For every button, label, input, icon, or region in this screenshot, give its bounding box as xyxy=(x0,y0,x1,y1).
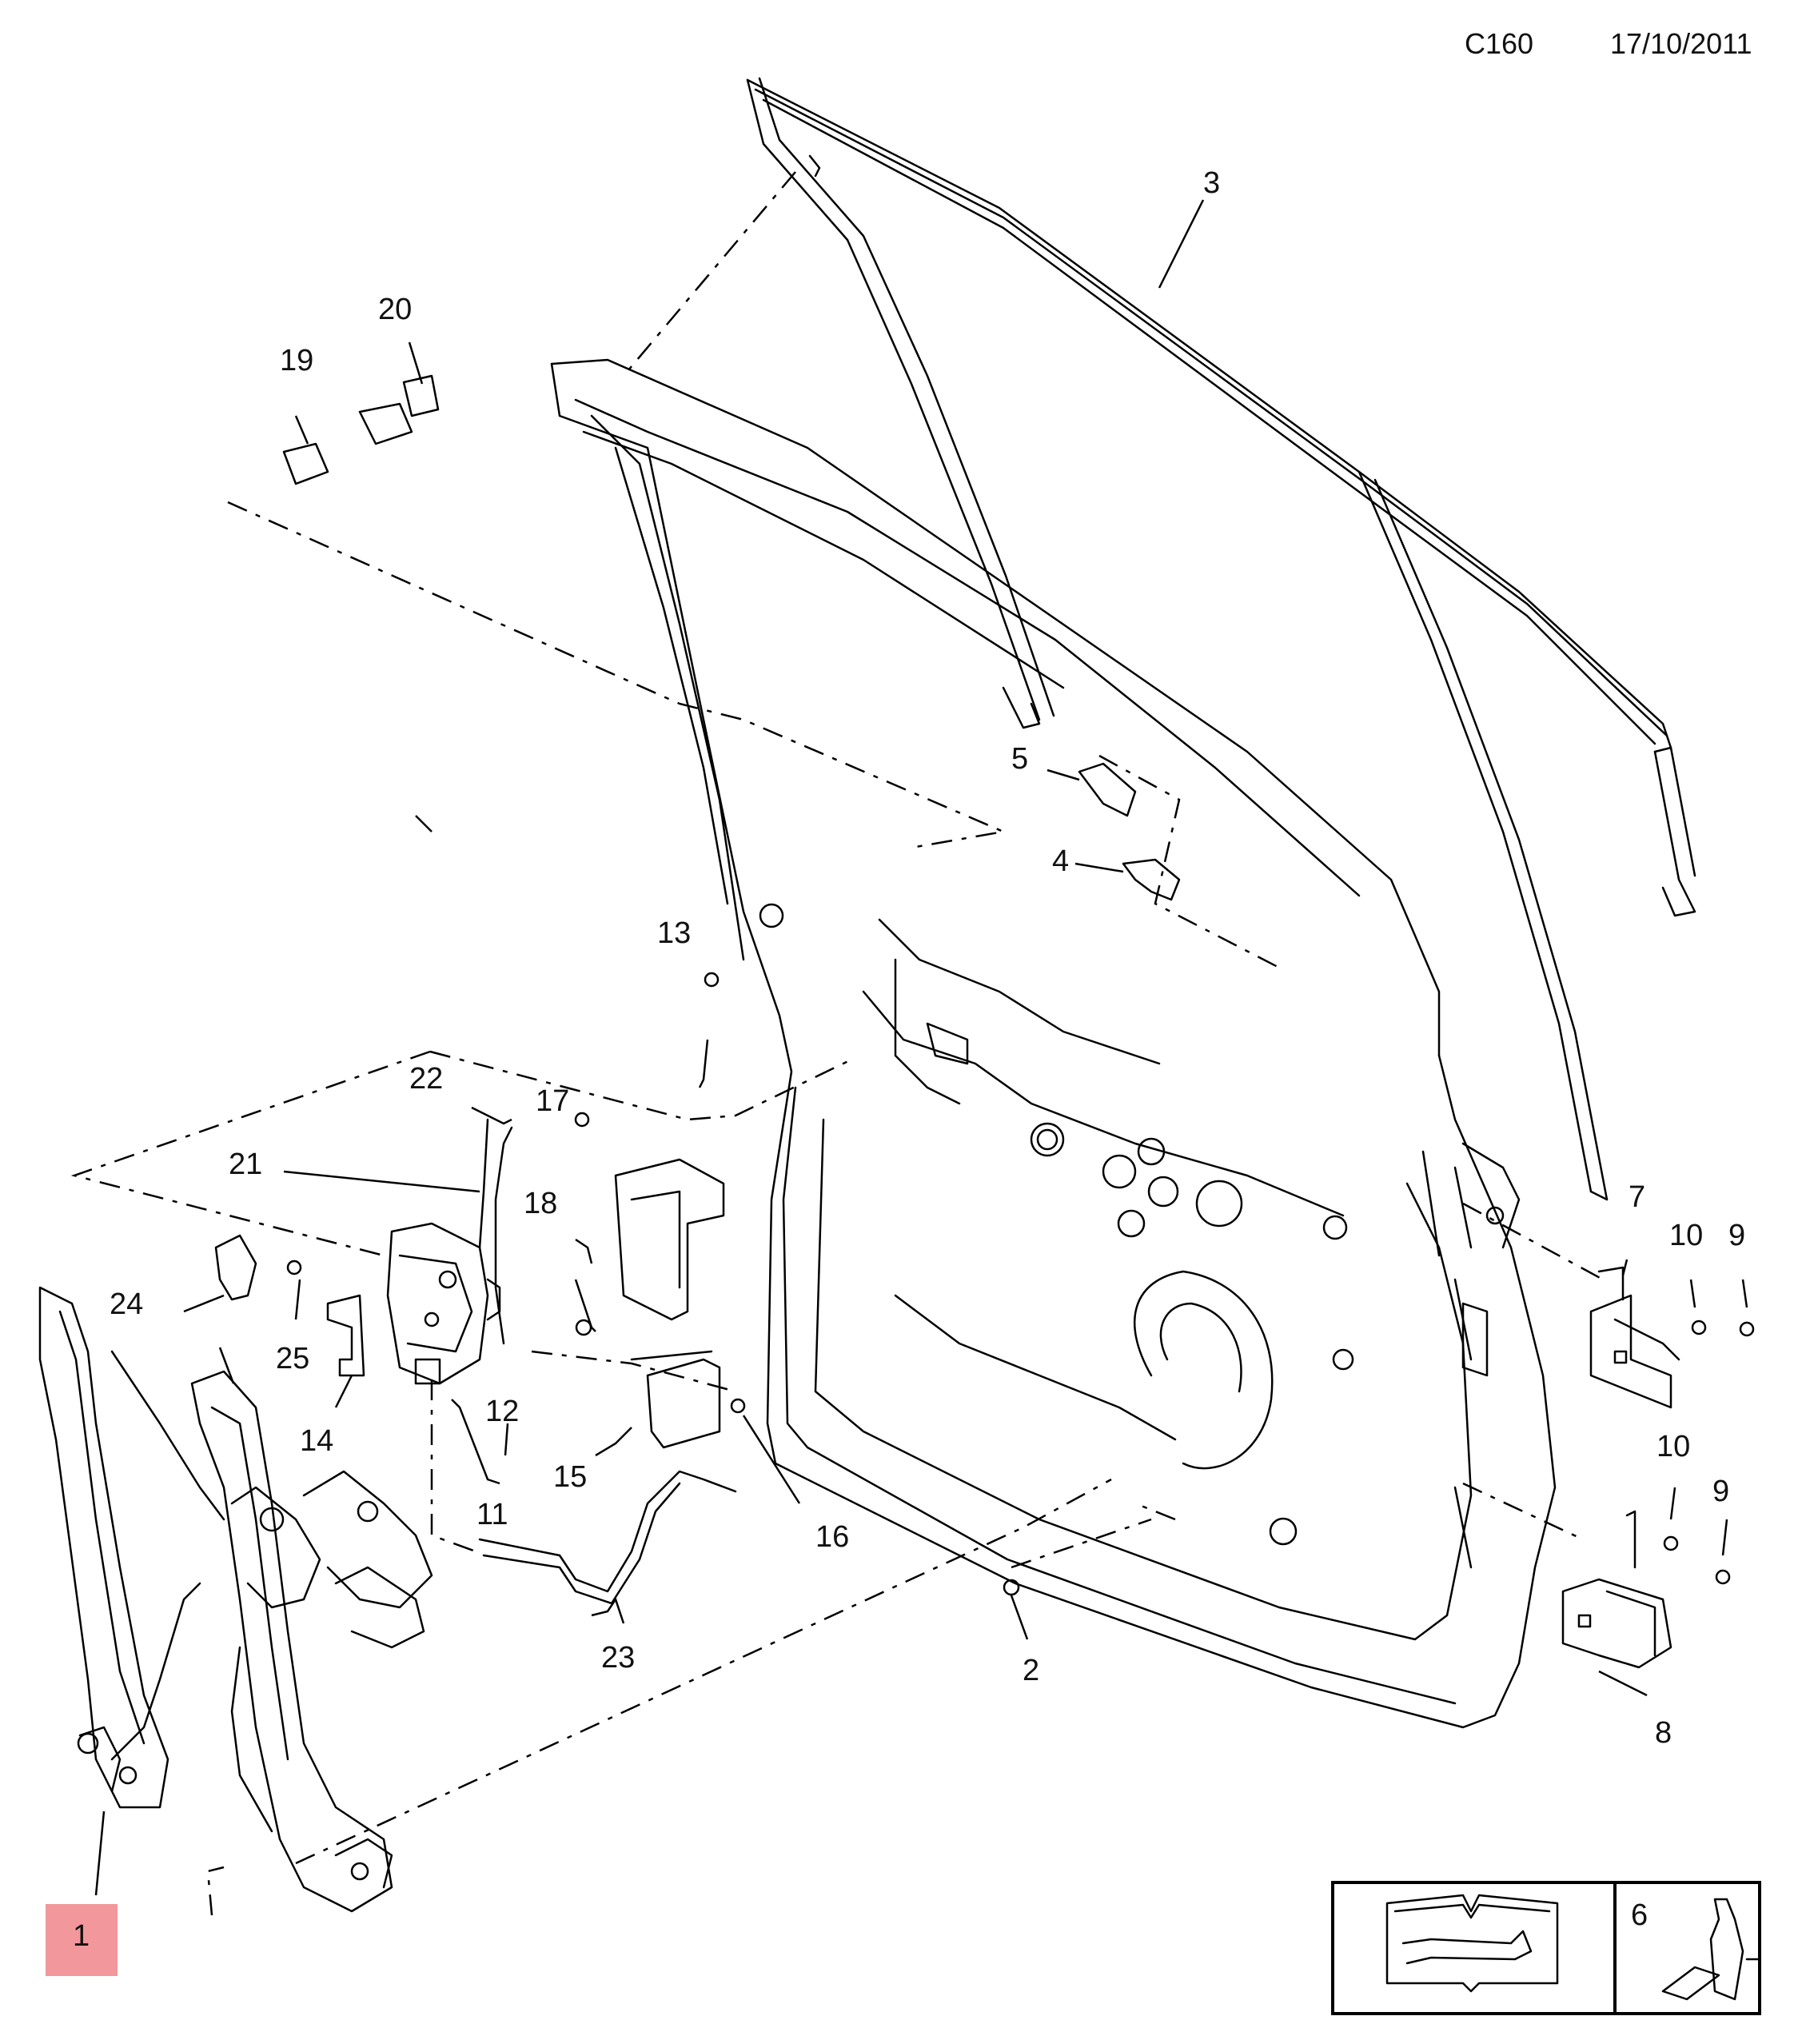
callout-4[interactable]: 4 xyxy=(1052,844,1070,878)
hinge-8 xyxy=(1561,1510,1672,1669)
bracket-14 xyxy=(326,1294,365,1377)
callout-6[interactable]: 6 xyxy=(1631,1898,1648,1932)
callout-23[interactable]: 23 xyxy=(601,1641,636,1675)
door-panel xyxy=(550,358,1557,1729)
door-lock-11 xyxy=(386,1222,501,1385)
window-frame-3 xyxy=(746,77,1696,1201)
cable-23 xyxy=(478,1470,737,1605)
legend-box xyxy=(1331,1881,1761,2015)
legend-divider xyxy=(1613,1881,1617,2015)
callout-12[interactable]: 12 xyxy=(485,1395,520,1428)
callout-9-lower[interactable]: 9 xyxy=(1712,1475,1730,1508)
callout-17[interactable]: 17 xyxy=(536,1084,570,1118)
callout-19[interactable]: 19 xyxy=(280,344,314,377)
diagram-date: 17/10/2011 xyxy=(1610,27,1752,60)
hinge-7 xyxy=(1589,1266,1680,1409)
window-regulator-1 xyxy=(38,1286,433,1913)
callout-7[interactable]: 7 xyxy=(1629,1180,1646,1214)
callout-21[interactable]: 21 xyxy=(229,1148,263,1181)
rod-22 xyxy=(494,1126,513,1345)
callout-13[interactable]: 13 xyxy=(657,916,692,950)
callout-15[interactable]: 15 xyxy=(553,1460,588,1494)
callout-14[interactable]: 14 xyxy=(300,1424,334,1458)
callout-25[interactable]: 25 xyxy=(276,1342,310,1375)
adhesive-bottle-icon xyxy=(1661,1898,1760,2001)
handle-bracket-15 xyxy=(614,1158,725,1449)
bracket-24 xyxy=(214,1234,257,1301)
callout-10-upper[interactable]: 10 xyxy=(1669,1219,1704,1252)
assembly-lines xyxy=(70,171,1604,1916)
callout-1-highlight xyxy=(46,1904,118,1976)
clip-5 xyxy=(1078,762,1137,817)
callout-9-upper[interactable]: 9 xyxy=(1728,1219,1746,1252)
callout-16[interactable]: 16 xyxy=(815,1520,850,1554)
callout-5[interactable]: 5 xyxy=(1011,742,1029,776)
repair-manual-icon xyxy=(1385,1894,1559,1993)
callout-18[interactable]: 18 xyxy=(524,1187,558,1220)
callout-11[interactable]: 11 xyxy=(476,1498,508,1531)
callout-8[interactable]: 8 xyxy=(1655,1716,1672,1750)
diagram-code: C160 xyxy=(1465,27,1534,60)
callout-1[interactable]: 1 xyxy=(73,1919,90,1953)
callout-24[interactable]: 24 xyxy=(110,1287,144,1321)
clip-4 xyxy=(1122,858,1181,901)
callout-2[interactable]: 2 xyxy=(1023,1654,1040,1687)
lock-cylinder-19-20 xyxy=(282,374,440,485)
rod-21 xyxy=(478,1118,489,1249)
callout-10-lower[interactable]: 10 xyxy=(1656,1430,1691,1463)
callout-3[interactable]: 3 xyxy=(1203,166,1221,200)
callout-20[interactable]: 20 xyxy=(378,293,413,326)
callout-22[interactable]: 22 xyxy=(409,1062,444,1096)
leader-lines xyxy=(94,199,1748,1896)
